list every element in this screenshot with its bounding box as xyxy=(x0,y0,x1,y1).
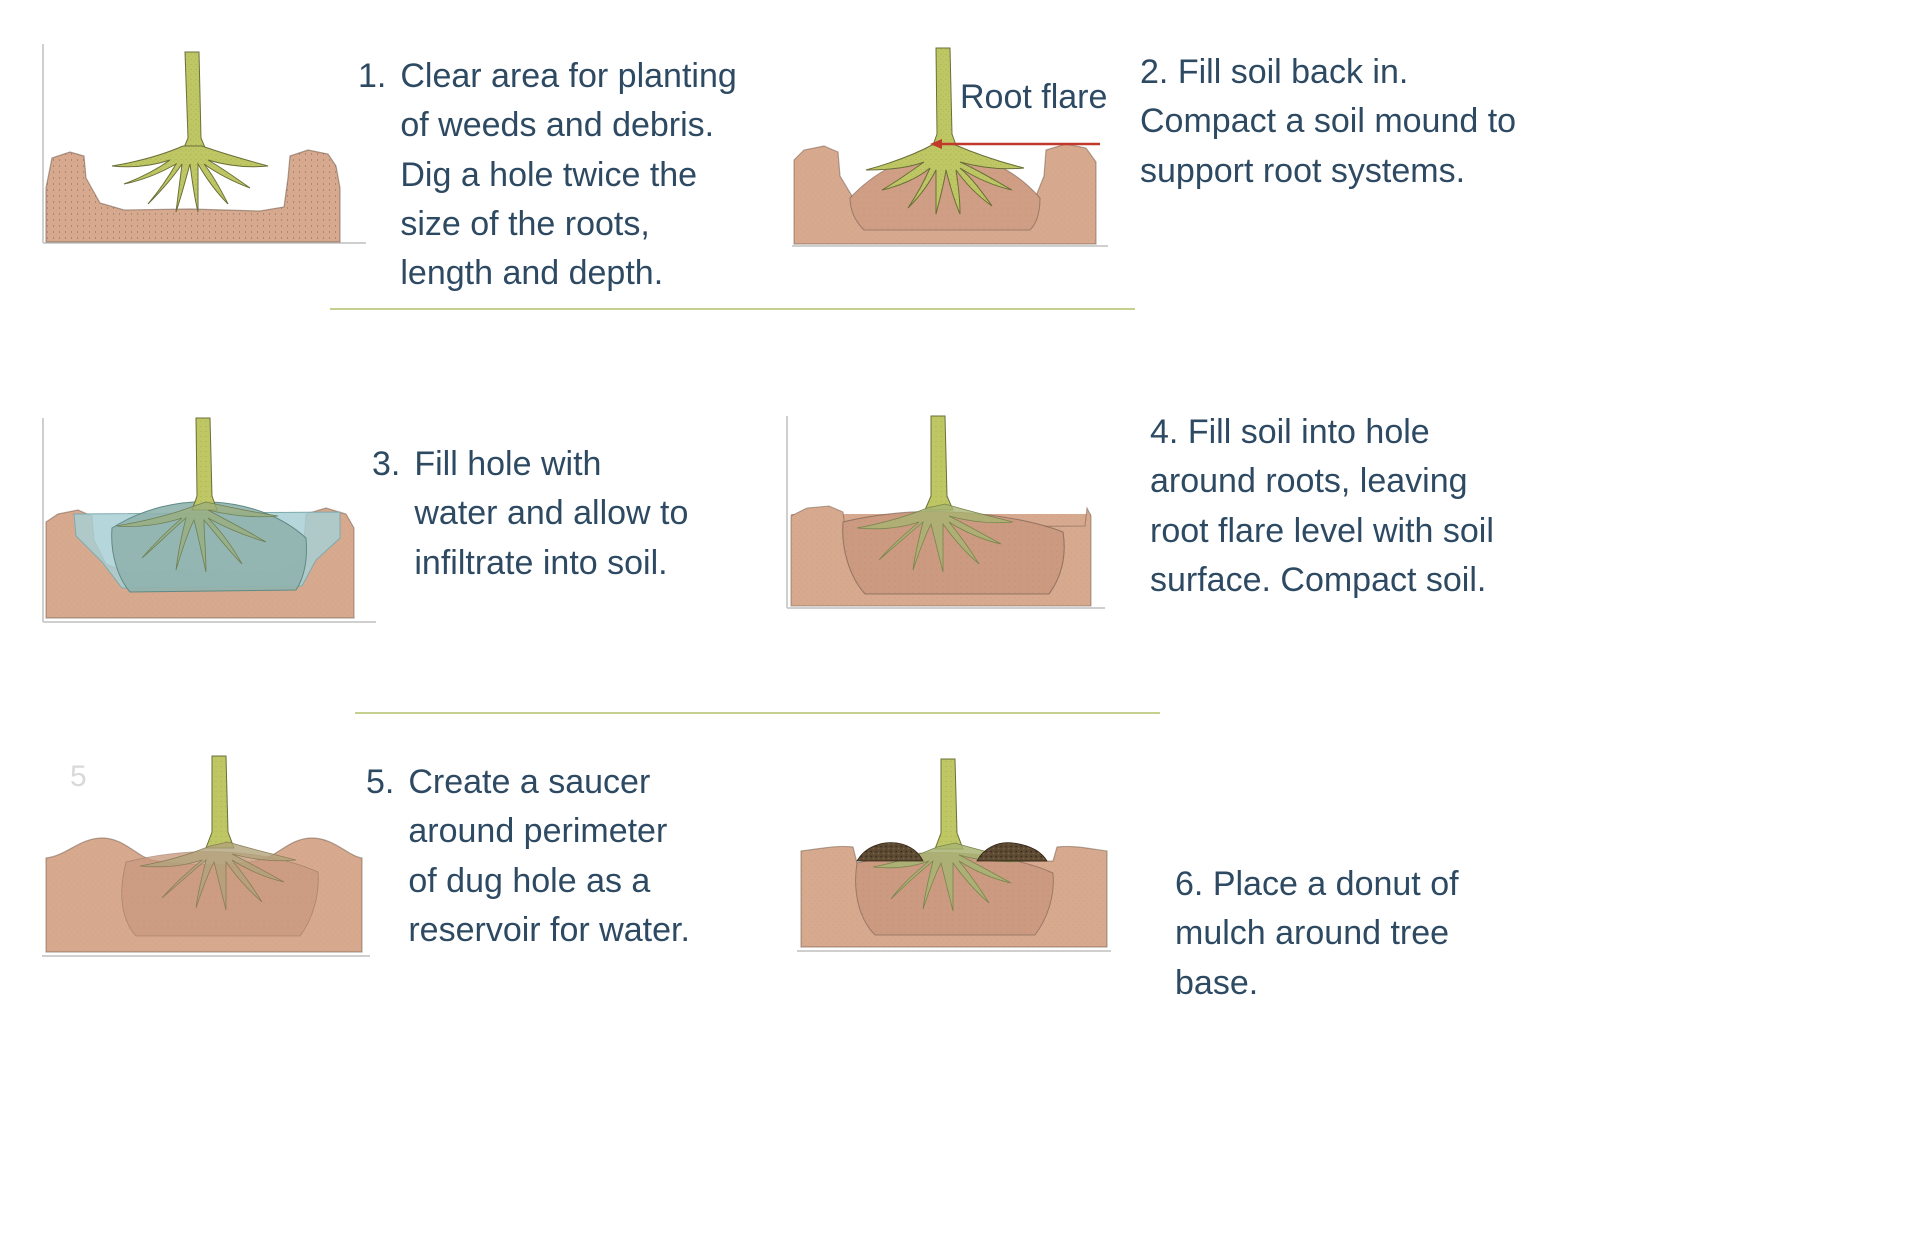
root-flare-label: Root flare xyxy=(960,78,1108,116)
figure-step-3 xyxy=(40,410,380,630)
caption-step-6: 6. Place a donut of mulch around tree ba… xyxy=(1175,860,1525,1008)
root-flare-arrow xyxy=(930,139,1100,149)
divider-row-1 xyxy=(330,308,1135,310)
caption-step-5: 5. Create a saucer around perimeter of d… xyxy=(366,758,696,955)
step-text-5: Create a saucer around perimeter of dug … xyxy=(408,763,690,949)
caption-step-3: 3. Fill hole with water and allow to inf… xyxy=(372,440,692,588)
step-text-2: Fill soil back in. Compact a soil mound … xyxy=(1140,53,1517,190)
step-text-4: Fill soil into hole around roots, leavin… xyxy=(1150,413,1494,599)
step-text-3: Fill hole with water and allow to infilt… xyxy=(414,445,689,582)
mulch-mounds xyxy=(856,842,1048,862)
figure-step-4 xyxy=(785,410,1110,618)
step-text-6: Place a donut of mulch around tree base. xyxy=(1175,865,1459,1002)
figure-step-1 xyxy=(40,38,370,250)
caption-step-4: 4. Fill soil into hole around roots, lea… xyxy=(1150,408,1520,605)
step-number-2: 2. xyxy=(1140,53,1169,91)
step-text-1: Clear area for planting of weeds and deb… xyxy=(400,57,737,293)
figure-step-2 xyxy=(790,38,1110,253)
step-number-4: 4. xyxy=(1150,413,1179,451)
figure-step-6 xyxy=(795,755,1115,960)
step-number-1: 1. xyxy=(358,57,387,95)
figure-step-5 xyxy=(40,750,375,965)
step-number-6: 6. xyxy=(1175,865,1204,903)
divider-row-2 xyxy=(355,712,1160,714)
caption-step-2: 2. Fill soil back in. Compact a soil mou… xyxy=(1140,48,1520,196)
caption-step-1: 1. Clear area for planting of weeds and … xyxy=(358,52,748,298)
step-number-5: 5. xyxy=(366,763,395,801)
step-number-3: 3. xyxy=(372,445,401,483)
slide-number: 5 xyxy=(70,760,87,793)
